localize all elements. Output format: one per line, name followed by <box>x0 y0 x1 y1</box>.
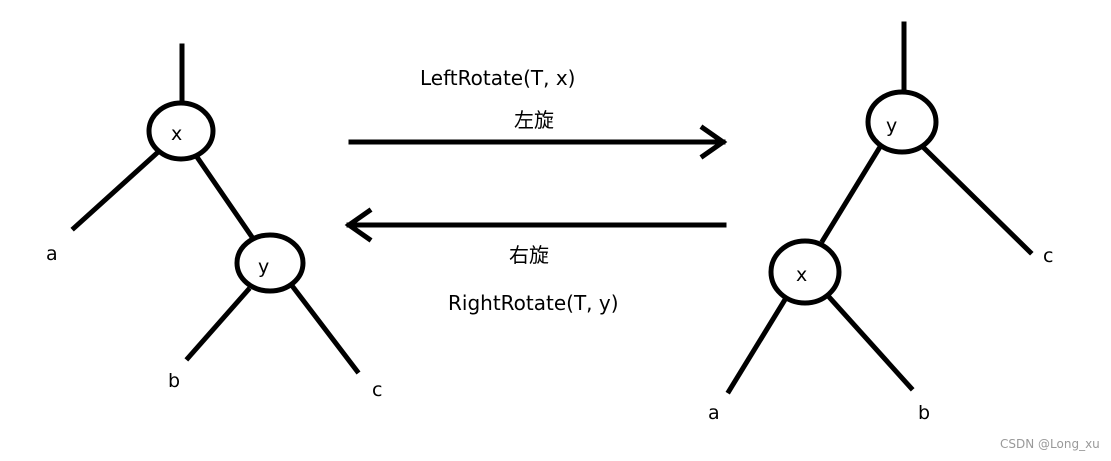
left-rotate-arrowhead <box>699 124 728 160</box>
left-rotate-cn-label: 左旋 <box>514 108 554 132</box>
right-leaf-c: c <box>1043 245 1053 267</box>
right-edge-x-b <box>826 294 915 392</box>
right-leaf-a: a <box>708 402 720 424</box>
right-edge-y-x <box>819 143 884 244</box>
right-node-y-label: y <box>886 115 897 137</box>
right-leaf-b: b <box>918 402 930 424</box>
right-node-x-label: x <box>796 264 807 286</box>
right-node-y-circle <box>865 89 939 155</box>
left-node-y-label: y <box>258 256 269 278</box>
right-edge-y-c <box>921 145 1034 256</box>
left-edge-x-a <box>70 149 161 232</box>
left-leaf-c: c <box>372 379 382 401</box>
left-edge-y-c <box>289 283 361 375</box>
right-node-x-circle <box>768 238 842 306</box>
watermark: CSDN @Long_xu <box>1000 437 1100 451</box>
left-leaf-a: a <box>46 243 58 265</box>
left-rotate-label: LeftRotate(T, x) <box>420 66 575 90</box>
left-edge-x-y <box>193 153 256 241</box>
left-edge-y-b <box>184 286 252 362</box>
right-rotate-label: RightRotate(T, y) <box>448 291 619 315</box>
right-rotate-arrowhead <box>344 207 373 243</box>
left-node-y-circle <box>234 232 306 294</box>
left-leaf-b: b <box>168 370 180 392</box>
right-rotate-cn-label: 右旋 <box>509 243 549 267</box>
right-edge-x-a <box>725 294 790 395</box>
left-node-x-circle <box>146 100 216 162</box>
left-node-x-label: x <box>171 123 182 145</box>
